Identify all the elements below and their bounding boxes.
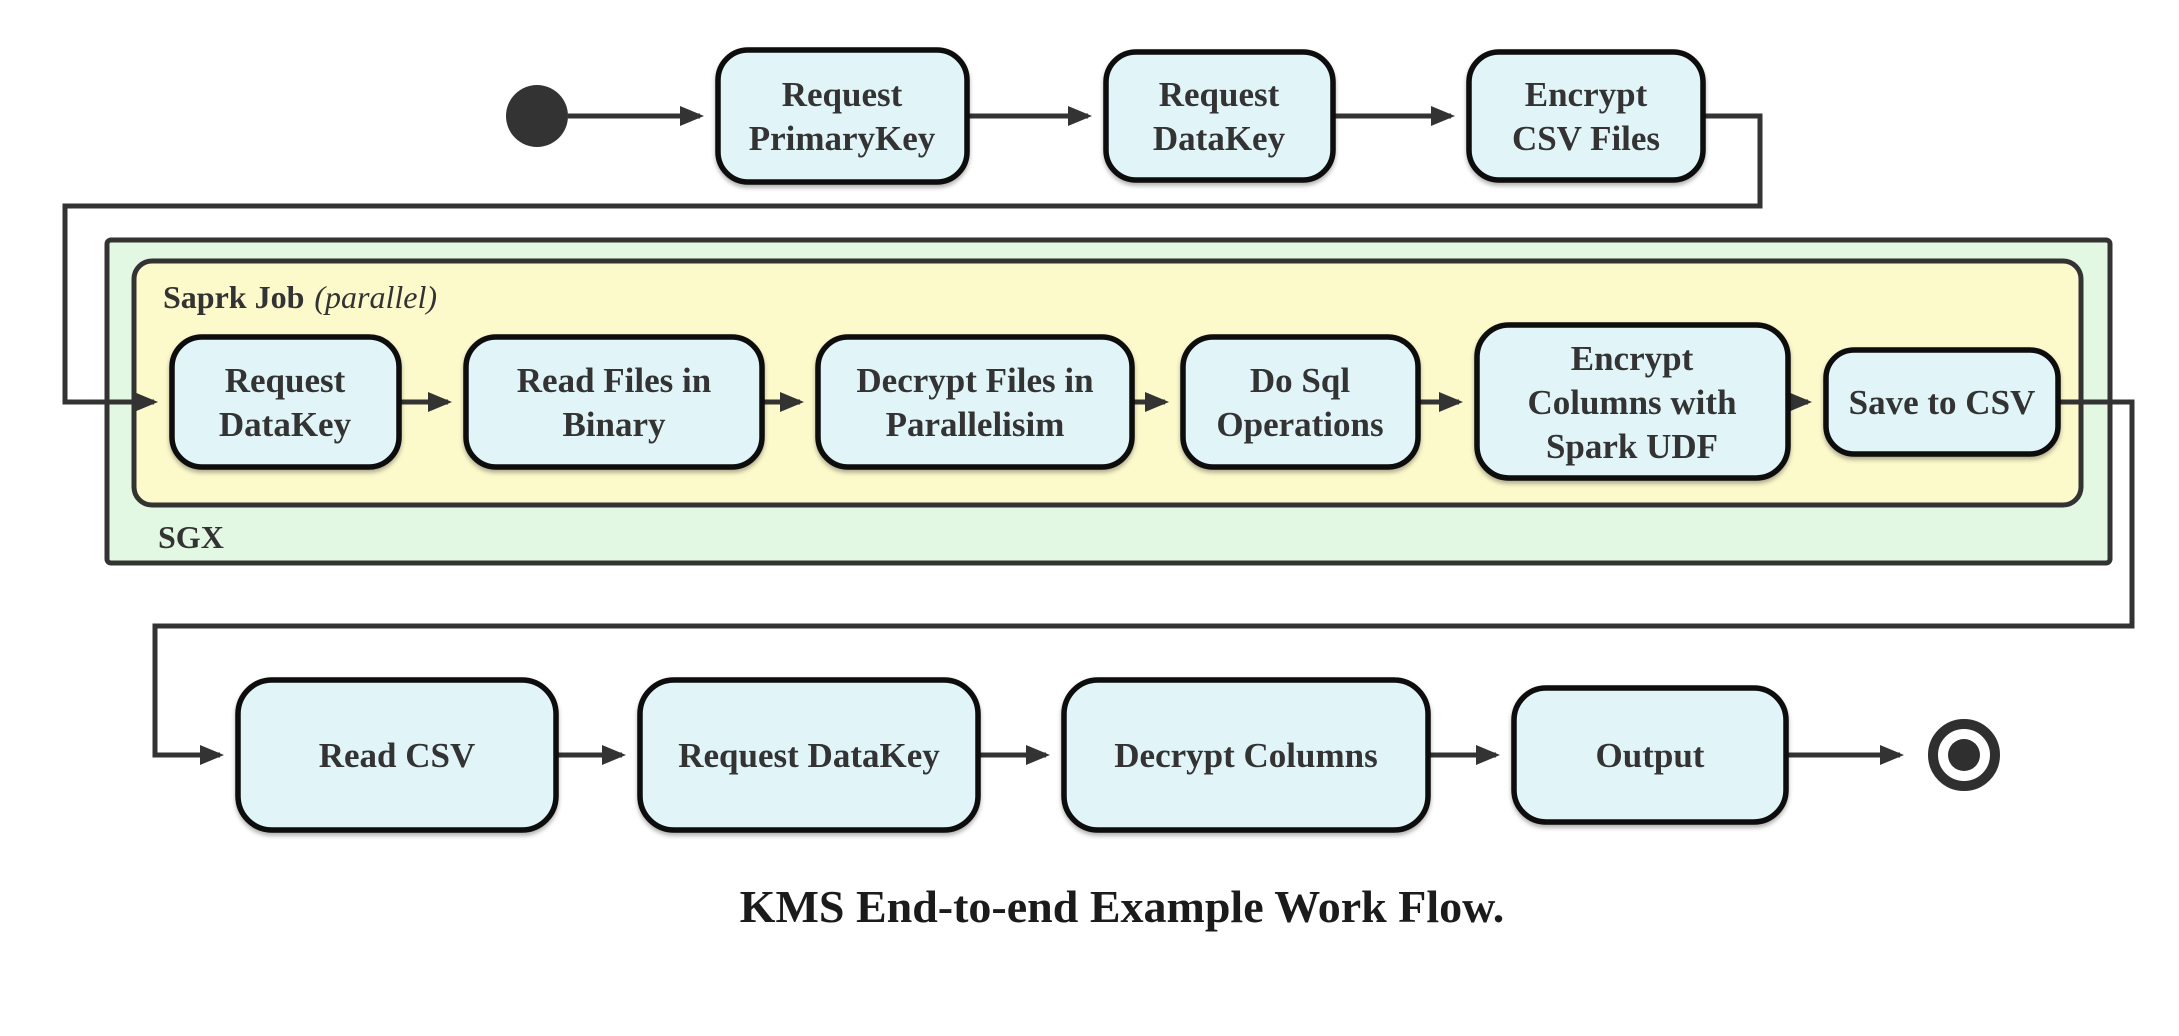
node-request-datakey-bottom: Request DataKey: [637, 677, 981, 833]
svg-text:Request DataKey: Request DataKey: [678, 736, 940, 775]
end-state-icon: [1928, 719, 2000, 791]
node-read-csv: Read CSV: [235, 677, 559, 833]
node-output: Output: [1511, 685, 1789, 825]
sgx-label: SGX: [158, 519, 224, 555]
start-state-icon: [506, 85, 568, 147]
node-save-to-csv: Save to CSV: [1823, 347, 2061, 457]
edge-save-csv-to-read-csv: [152, 399, 2135, 765]
node-decrypt-columns: Decrypt Columns: [1061, 677, 1431, 833]
svg-text:Output: Output: [1596, 736, 1705, 775]
edge-encrypt-csv-to-sgx-request-datakey: [62, 113, 1763, 412]
svg-text:Save to CSV: Save to CSV: [1849, 383, 2036, 422]
svg-text:Read CSV: Read CSV: [319, 736, 476, 775]
svg-text:Decrypt Columns: Decrypt Columns: [1114, 736, 1377, 775]
diagram-caption: KMS End-to-end Example Work Flow.: [740, 881, 1505, 932]
spark-job-label: Saprk Job(parallel): [163, 279, 437, 315]
